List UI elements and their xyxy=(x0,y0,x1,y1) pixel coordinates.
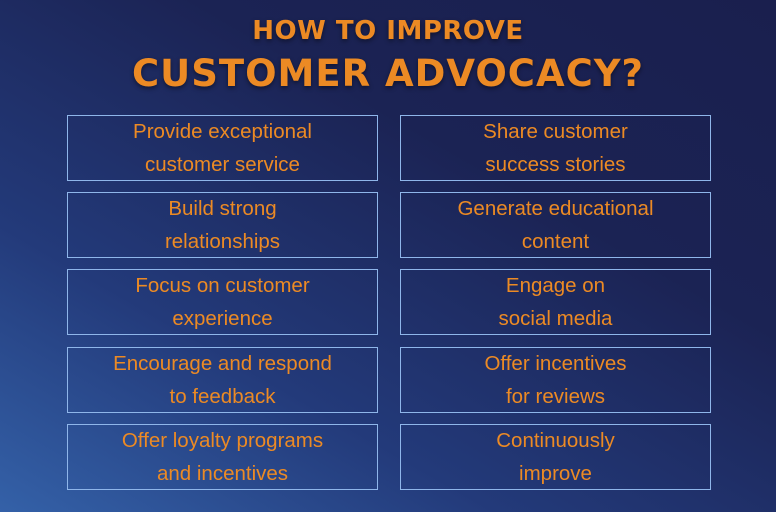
tip-text-line-1: Offer loyalty programs xyxy=(121,429,324,452)
tip-text-line-2: customer service xyxy=(145,153,300,176)
tip-text-line-2: content xyxy=(521,230,590,253)
tip-card-continuously-improve: Continuously improve xyxy=(400,424,711,490)
tip-text-line-2: social media xyxy=(498,307,613,330)
title-line-1: HOW TO IMPROVE xyxy=(252,16,524,46)
tip-card-focus-experience: Focus on customer experience xyxy=(67,269,378,335)
tip-text-line-1: Engage on xyxy=(505,274,606,297)
tip-text-line-2: to feedback xyxy=(169,385,276,408)
tip-text-line-2: and incentives xyxy=(156,462,289,485)
tip-text-line-1: Focus on customer xyxy=(135,274,310,297)
title-line-2: CUSTOMER ADVOCACY? xyxy=(132,52,644,95)
tip-text-line-1: Share customer xyxy=(483,120,628,143)
tip-text-line-1: Offer incentives xyxy=(484,352,627,375)
tip-card-review-incentives: Offer incentives for reviews xyxy=(400,347,711,413)
tip-text-line-2: for reviews xyxy=(505,385,606,408)
tip-text-line-2: relationships xyxy=(164,230,281,253)
tip-text-line-1: Encourage and respond xyxy=(113,352,332,375)
tip-text-line-1: Generate educational xyxy=(457,197,654,220)
tip-card-feedback: Encourage and respond to feedback xyxy=(67,347,378,413)
tip-card-success-stories: Share customer success stories xyxy=(400,115,711,181)
tip-card-provide-service: Provide exceptional customer service xyxy=(67,115,378,181)
tip-text-line-2: experience xyxy=(172,307,273,330)
tip-card-build-relationships: Build strong relationships xyxy=(67,192,378,258)
tip-text-line-2: success stories xyxy=(485,153,626,176)
tip-text-line-2: improve xyxy=(519,462,592,485)
tip-card-social-media: Engage on social media xyxy=(400,269,711,335)
tip-text-line-1: Provide exceptional xyxy=(133,120,312,143)
tip-card-educational-content: Generate educational content xyxy=(400,192,711,258)
tip-card-loyalty-programs: Offer loyalty programs and incentives xyxy=(67,424,378,490)
tip-text-line-1: Continuously xyxy=(496,429,615,452)
tip-text-line-1: Build strong xyxy=(168,197,277,220)
